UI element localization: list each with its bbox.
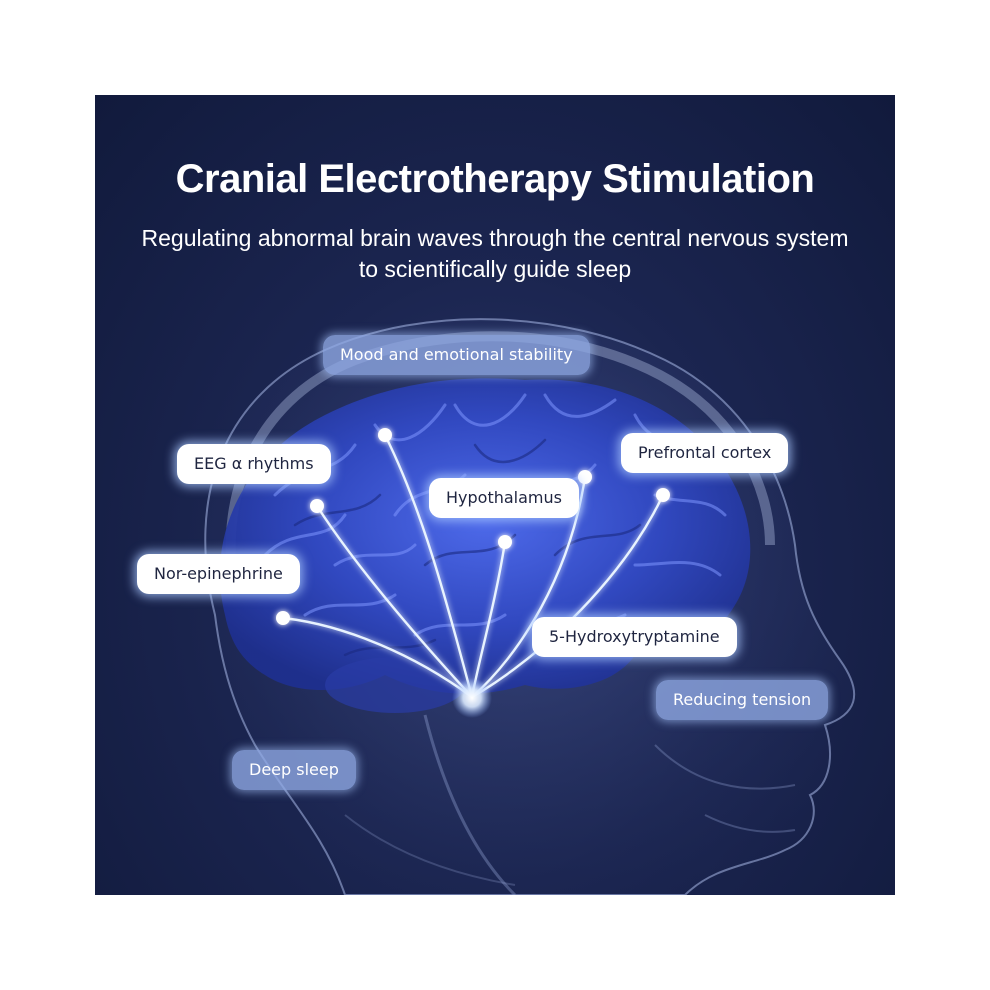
subtitle-line-1: Regulating abnormal brain waves through … [141, 225, 849, 251]
label-hypothalamus: Hypothalamus [429, 478, 579, 518]
connection-lines [282, 434, 665, 699]
label-deep-sleep: Deep sleep [232, 750, 356, 790]
brain-shape [219, 378, 751, 694]
label-prefrontal-cortex: Prefrontal cortex [621, 433, 789, 473]
label-norepinephrine: Nor-epinephrine [137, 554, 300, 594]
label-eeg-alpha: EEG α rhythms [177, 444, 331, 484]
label-mood-stability: Mood and emotional stability [323, 335, 590, 375]
connection-nodes [276, 428, 670, 625]
page-title: Cranial Electrotherapy Stimulation [175, 157, 815, 201]
subtitle-line-2: to scientifically guide sleep [358, 256, 632, 282]
label-reducing-tension: Reducing tension [656, 680, 829, 720]
illustration-panel: Cranial Electrotherapy Stimulation Regul… [95, 95, 895, 895]
stimulation-hub [452, 678, 492, 718]
label-5-hydroxytryptamine: 5-Hydroxytryptamine [532, 617, 737, 657]
page-subtitle: Regulating abnormal brain waves through … [95, 223, 895, 285]
